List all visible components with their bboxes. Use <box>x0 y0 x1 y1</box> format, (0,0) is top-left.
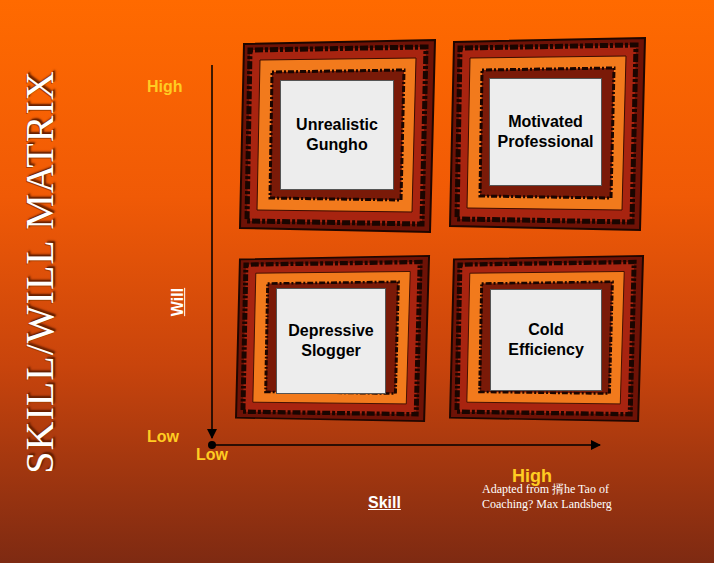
quadrant-box: Unrealistic Gungho <box>280 80 394 190</box>
quadrant-box: Depressive Slogger <box>276 288 386 394</box>
axis-level: Low <box>147 428 179 446</box>
quadrant-box: Motivated Professional <box>489 78 602 186</box>
ornate-frame <box>240 40 435 232</box>
quadrant-box: Cold Efficiency <box>490 289 602 391</box>
axis-title: Skill <box>368 494 401 512</box>
matrix-title: SKILL/WILL MATRIX <box>15 32 65 512</box>
quadrant-label: Unrealistic Gungho <box>281 115 393 155</box>
quadrant-label: Cold Efficiency <box>491 320 601 360</box>
axis-title: Will <box>169 288 187 316</box>
ornate-frame <box>450 256 643 421</box>
skill-axis <box>212 444 600 446</box>
source-caption: Adapted from 揟he Tao of Coaching? Max La… <box>482 482 657 512</box>
ornate-frame <box>236 256 429 421</box>
axis-level: High <box>147 78 183 96</box>
axis-level: Low <box>196 446 228 464</box>
quadrant-label: Depressive Slogger <box>277 321 385 361</box>
quadrant-label: Motivated Professional <box>490 112 601 152</box>
ornate-frame <box>450 38 645 230</box>
will-axis <box>211 65 213 438</box>
